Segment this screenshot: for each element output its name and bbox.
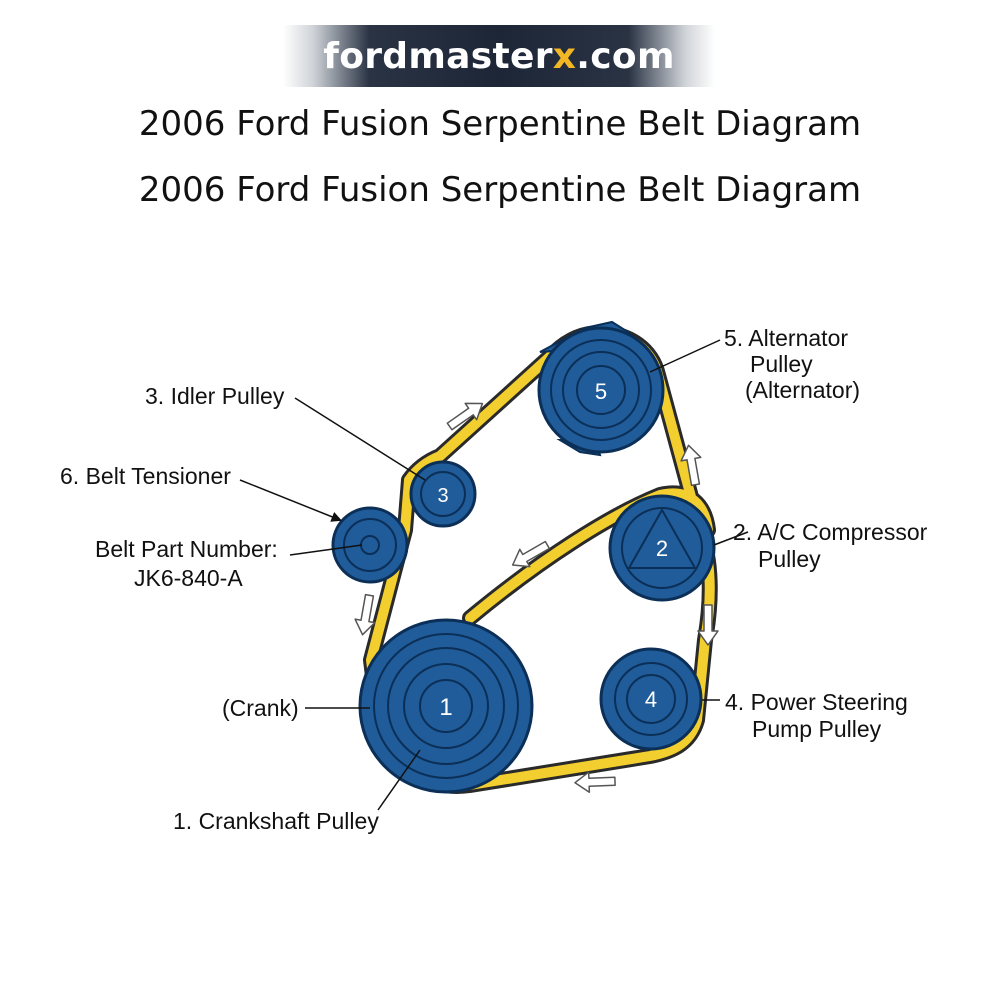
diagram-title-repeat: 2006 Ford Fusion Serpentine Belt Diagram xyxy=(138,170,862,210)
ac-compressor-pulley: 2 xyxy=(608,494,716,602)
idler-pulley-number: 3 xyxy=(437,485,448,507)
crankshaft-leader-line xyxy=(377,749,421,811)
watermark-accent: x xyxy=(552,35,577,77)
diagram-title: 2006 Ford Fusion Serpentine Belt Diagram xyxy=(138,104,862,144)
part-number-leader-line xyxy=(289,544,363,556)
crank-pulley-ring xyxy=(373,633,519,779)
alternator-pulley-ring xyxy=(562,351,640,429)
part-number-value: JK6-840-A xyxy=(134,565,243,591)
alternator-pulley-body xyxy=(537,326,665,454)
watermark-text: fordmaster xyxy=(323,35,553,77)
alternator-pulley-ring xyxy=(550,339,652,441)
direction-arrow-icon xyxy=(697,604,719,646)
ps-pulley-number: 4 xyxy=(645,687,657,712)
idler-pulley: 3 xyxy=(409,460,477,528)
watermark-suffix: .com xyxy=(576,35,675,77)
direction-arrow-icon xyxy=(511,540,551,568)
crank-pulley-body xyxy=(358,618,534,794)
alternator-pulley: 5 xyxy=(537,320,665,457)
alternator-label: 5. Alternator xyxy=(724,325,848,351)
power-steering-label: 4. Power Steering xyxy=(725,689,908,715)
ac-leader-line xyxy=(713,531,749,546)
power-steering-label-line2: Pump Pulley xyxy=(752,716,882,742)
part-number-label: Belt Part Number: xyxy=(95,536,278,562)
power-steering-pulley: 4 xyxy=(599,647,703,751)
tensioner-leader-line xyxy=(239,479,342,522)
tensioner-ring xyxy=(343,518,397,572)
direction-arrow-icon xyxy=(354,593,376,636)
crank-pulley-hub xyxy=(419,679,473,733)
alternator-pulley-hub xyxy=(576,365,626,415)
belt-tensioner xyxy=(331,506,409,584)
tensioner-hub xyxy=(360,535,380,555)
direction-arrow-icon xyxy=(446,402,484,431)
direction-arrow-icon xyxy=(680,444,702,487)
alternator-label-line3: (Alternator) xyxy=(745,377,860,403)
idler-label: 3. Idler Pulley xyxy=(145,383,285,409)
alternator-pulley-number: 5 xyxy=(595,379,607,404)
crank-pulley-ring xyxy=(403,663,489,749)
ac-pulley-triangle xyxy=(627,507,697,569)
idler-leader-line xyxy=(294,397,426,481)
alternator-leader-line xyxy=(649,339,721,373)
idler-pulley-ring xyxy=(420,471,466,517)
crank-pulley-number: 1 xyxy=(439,694,452,721)
ac-pulley-body xyxy=(608,494,716,602)
crankshaft-pulley: 1 xyxy=(358,618,534,794)
ac-pulley-number: 2 xyxy=(656,536,668,561)
direction-arrow-icon xyxy=(574,771,616,793)
ps-pulley-ring xyxy=(614,662,688,736)
tensioner-label: 6. Belt Tensioner xyxy=(60,463,231,489)
ac-label-line2: Pulley xyxy=(758,546,821,572)
ps-pulley-hub xyxy=(626,674,676,724)
crank-pulley-ring xyxy=(387,647,505,765)
crankshaft-label: 1. Crankshaft Pulley xyxy=(173,808,379,834)
ac-label: 2. A/C Compressor xyxy=(733,519,928,545)
alternator-label-line2: Pulley xyxy=(750,351,813,377)
crank-short-label: (Crank) xyxy=(222,695,299,721)
